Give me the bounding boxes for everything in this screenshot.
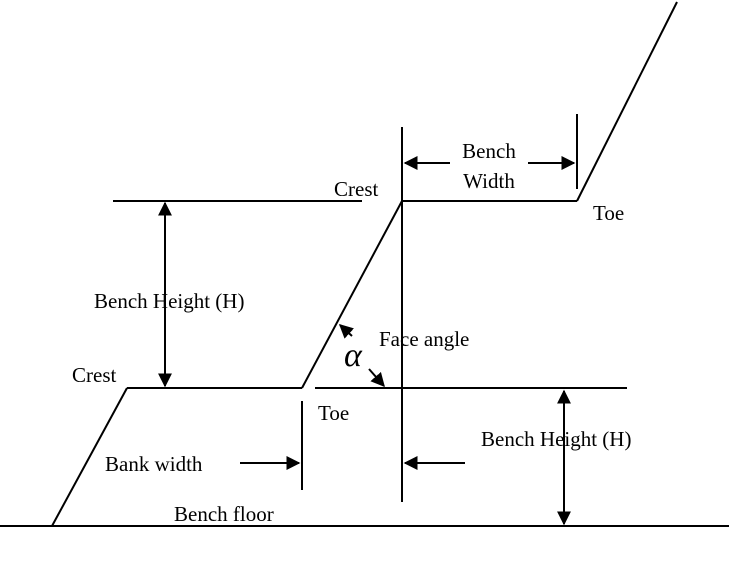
- bench-floor-label: Bench floor: [174, 502, 274, 526]
- upper-slope-line: [576, 1, 678, 202]
- bench-height-right-label: Bench Height (H): [481, 427, 631, 451]
- crest-upper-label: Crest: [334, 177, 378, 201]
- bench-height-left-label: Bench Height (H): [94, 289, 244, 313]
- toe-upper-label: Toe: [593, 201, 624, 225]
- bench-width-label-line1: Bench: [462, 139, 516, 163]
- crest-lower-label: Crest: [72, 363, 116, 387]
- bench-face-line: [301, 200, 403, 389]
- alpha-symbol: α: [344, 337, 363, 374]
- face-angle-label: Face angle: [379, 327, 469, 351]
- lower-slope-line: [51, 387, 128, 527]
- face-angle-arrow-lower: [368, 368, 385, 388]
- face-angle-arrow-upper: [338, 324, 355, 339]
- toe-lower-label: Toe: [318, 401, 349, 425]
- bank-width-label: Bank width: [105, 452, 203, 476]
- bench-width-label-line2: Width: [463, 169, 515, 193]
